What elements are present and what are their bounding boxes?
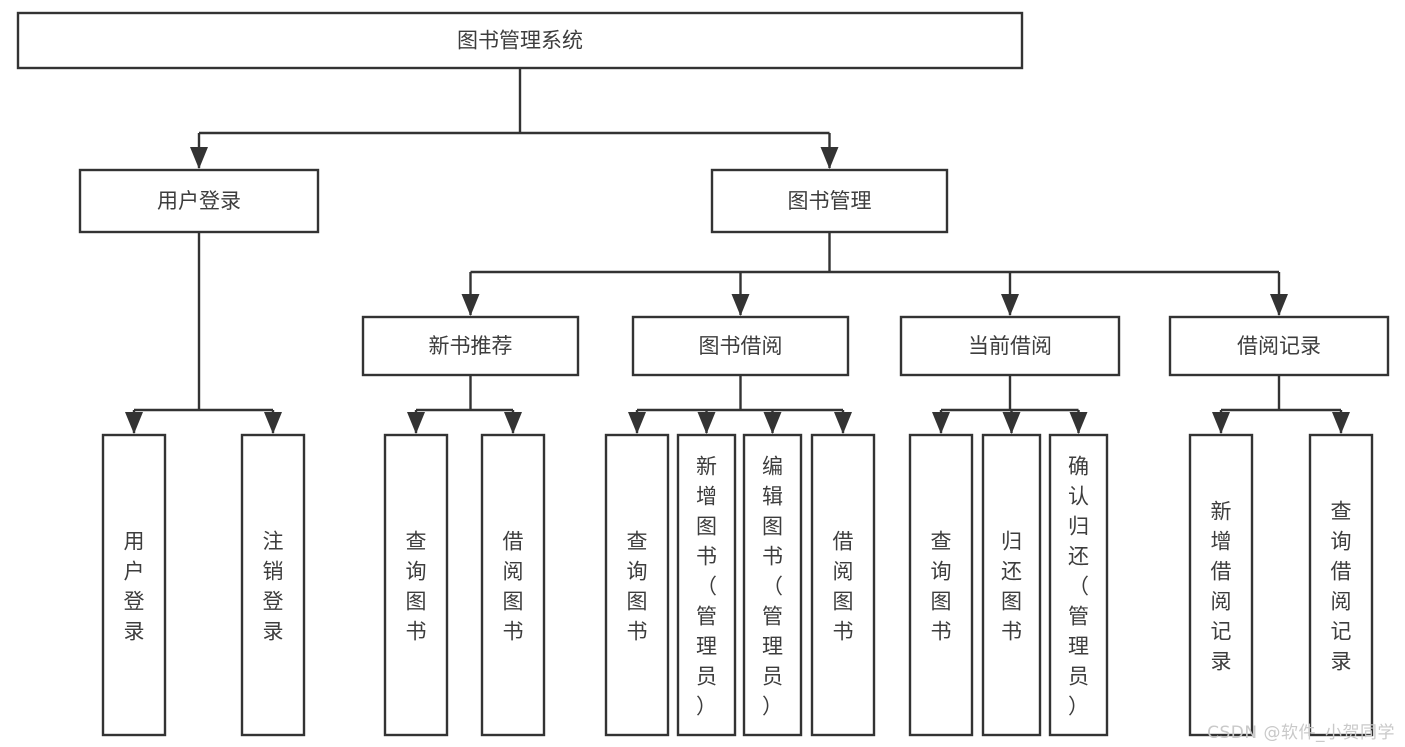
node-leaf-3[interactable]: 借阅图书 [480, 433, 546, 737]
node-leaf-5-label: 新增图书（管理员） [696, 454, 717, 718]
node-leaf-10[interactable]: 确认归还（管理员） [1048, 433, 1109, 737]
node-level3-0-label: 新书推荐 [429, 334, 513, 358]
node-level3-0[interactable]: 新书推荐 [361, 315, 580, 377]
node-level2-1-box[interactable] [710, 168, 949, 234]
current-borrow-to-leaves-arrow-2 [1069, 412, 1088, 434]
node-leaf-1[interactable]: 注销登录 [240, 433, 306, 737]
node-leaf-3-label: 借阅图书 [503, 529, 524, 643]
node-leaf-11[interactable]: 新增借阅记录 [1188, 433, 1254, 737]
node-leaf-4-box[interactable] [604, 433, 670, 737]
node-leaf-12[interactable]: 查询借阅记录 [1308, 433, 1374, 737]
node-leaf-0-label: 用户登录 [124, 529, 145, 643]
node-leaf-7-label: 借阅图书 [833, 529, 854, 643]
csdn-watermark: CSDN @软件_小贺同学 [1207, 723, 1395, 743]
node-leaf-4-label: 查询图书 [627, 529, 648, 643]
node-level3-3-box[interactable] [1168, 315, 1390, 377]
book-borrow-to-leaves-arrow-3 [834, 412, 852, 434]
book-borrow-to-leaves-arrow-0 [628, 412, 646, 434]
node-leaf-9[interactable]: 归还图书 [981, 433, 1042, 737]
node-level3-3[interactable]: 借阅记录 [1168, 315, 1390, 377]
node-leaf-1-box[interactable] [240, 433, 306, 737]
node-leaf-1-label: 注销登录 [263, 529, 284, 643]
node-leaf-11-label: 新增借阅记录 [1211, 499, 1232, 673]
node-leaf-9-box[interactable] [981, 433, 1042, 737]
node-leaf-6-label: 编辑图书（管理员） [762, 454, 783, 718]
node-level3-3-label: 借阅记录 [1237, 334, 1321, 358]
new-book-recommend-to-leaves-arrow-1 [504, 412, 522, 434]
node-level2-0[interactable]: 用户登录 [78, 168, 320, 234]
node-leaf-7-box[interactable] [810, 433, 876, 737]
node-level3-2-label: 当前借阅 [968, 334, 1052, 358]
node-leaf-12-label: 查询借阅记录 [1331, 499, 1352, 673]
node-leaf-10-box[interactable] [1048, 433, 1109, 737]
node-leaf-2-label: 查询图书 [406, 529, 427, 643]
node-leaf-8-label: 查询图书 [931, 529, 952, 643]
node-leaf-0-box[interactable] [101, 433, 167, 737]
node-leaf-3-box[interactable] [480, 433, 546, 737]
node-leaf-8-box[interactable] [908, 433, 974, 737]
node-leaf-8[interactable]: 查询图书 [908, 433, 974, 737]
bookmanage-to-level3-arrow-3 [1270, 294, 1288, 316]
user-login-to-leaves-arrow-0 [125, 412, 143, 434]
node-leaf-2-box[interactable] [383, 433, 449, 737]
node-level3-1-label: 图书借阅 [699, 334, 783, 358]
node-leaf-0[interactable]: 用户登录 [101, 433, 167, 737]
node-root[interactable]: 图书管理系统 [16, 11, 1024, 70]
node-leaf-7[interactable]: 借阅图书 [810, 433, 876, 737]
current-borrow-to-leaves-arrow-0 [932, 412, 950, 434]
borrow-record-to-leaves-arrow-0 [1212, 412, 1230, 434]
book-borrow-to-leaves-arrow-1 [697, 412, 716, 434]
root-to-level2-arrow-0 [190, 147, 208, 169]
node-level2-0-box[interactable] [78, 168, 320, 234]
bookmanage-to-level3-arrow-2 [1001, 294, 1019, 316]
node-root-label: 图书管理系统 [457, 29, 583, 53]
node-level3-2-box[interactable] [899, 315, 1121, 377]
node-leaf-9-label: 归还图书 [1001, 529, 1022, 643]
bookmanage-to-level3-arrow-1 [731, 294, 750, 316]
node-level2-0-label: 用户登录 [157, 189, 241, 213]
node-leaf-5[interactable]: 新增图书（管理员） [676, 433, 737, 737]
node-leaf-6[interactable]: 编辑图书（管理员） [742, 433, 803, 737]
node-root-box[interactable] [16, 11, 1024, 70]
node-level3-2[interactable]: 当前借阅 [899, 315, 1121, 377]
connectors-layer [125, 68, 1350, 434]
book-borrow-to-leaves-arrow-2 [763, 412, 782, 434]
node-leaf-6-box[interactable] [742, 433, 803, 737]
node-level3-0-box[interactable] [361, 315, 580, 377]
node-leaf-10-label: 确认归还（管理员） [1068, 454, 1089, 718]
node-leaf-2[interactable]: 查询图书 [383, 433, 449, 737]
root-to-level2-arrow-1 [820, 147, 839, 169]
new-book-recommend-to-leaves-arrow-0 [407, 412, 425, 434]
bookmanage-to-level3-arrow-0 [461, 294, 480, 316]
current-borrow-to-leaves-arrow-1 [1002, 412, 1021, 434]
node-level2-1[interactable]: 图书管理 [710, 168, 949, 234]
node-level3-1[interactable]: 图书借阅 [631, 315, 850, 377]
node-leaf-11-box[interactable] [1188, 433, 1254, 737]
node-level3-1-box[interactable] [631, 315, 850, 377]
node-leaf-4[interactable]: 查询图书 [604, 433, 670, 737]
node-level2-1-label: 图书管理 [788, 189, 872, 213]
nodes-layer: 图书管理系统用户登录图书管理新书推荐图书借阅当前借阅借阅记录用户登录注销登录查询… [16, 11, 1390, 737]
node-leaf-5-box[interactable] [676, 433, 737, 737]
user-login-to-leaves-arrow-1 [264, 412, 282, 434]
node-leaf-12-box[interactable] [1308, 433, 1374, 737]
borrow-record-to-leaves-arrow-1 [1332, 412, 1350, 434]
